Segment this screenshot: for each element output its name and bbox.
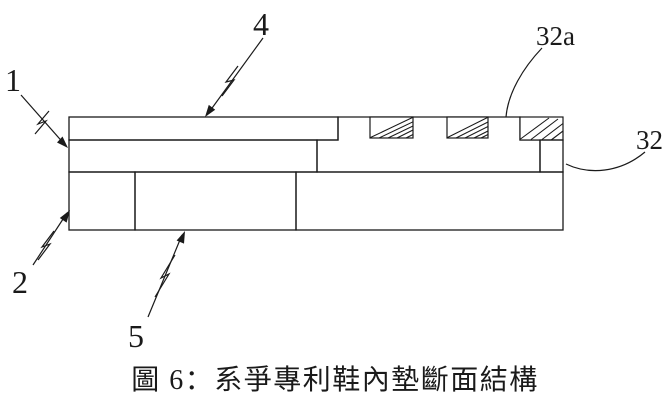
support-block-32 bbox=[316, 116, 541, 173]
right-end-cap bbox=[519, 116, 564, 141]
part-label-5: 5 bbox=[128, 318, 144, 354]
leader-line-32a bbox=[505, 47, 543, 118]
part-label-1: 1 bbox=[5, 62, 21, 98]
groove-32a-first bbox=[369, 116, 414, 139]
leader-line-1 bbox=[20, 94, 68, 148]
bottom-layer-right bbox=[295, 171, 564, 231]
top-fabric-layer bbox=[68, 116, 339, 141]
part-label-4: 4 bbox=[253, 6, 269, 42]
part-label-32a: 32a bbox=[536, 21, 575, 51]
leader-line-4 bbox=[205, 37, 264, 117]
crosshatch-layer-left bbox=[68, 139, 318, 173]
leader-line-2 bbox=[32, 210, 70, 266]
leader-line-32 bbox=[565, 151, 646, 172]
part-label-2: 2 bbox=[12, 264, 28, 300]
leader-line-5 bbox=[147, 231, 185, 318]
part-label-32: 32 bbox=[636, 125, 663, 155]
bottom-layer-middle bbox=[134, 171, 297, 231]
bottom-layer-left bbox=[68, 171, 136, 231]
groove-32a-second bbox=[446, 116, 489, 139]
figure-caption: 圖 6：系爭專利鞋內墊斷面結構 bbox=[131, 364, 539, 396]
crosshatch-square-right bbox=[539, 139, 564, 173]
